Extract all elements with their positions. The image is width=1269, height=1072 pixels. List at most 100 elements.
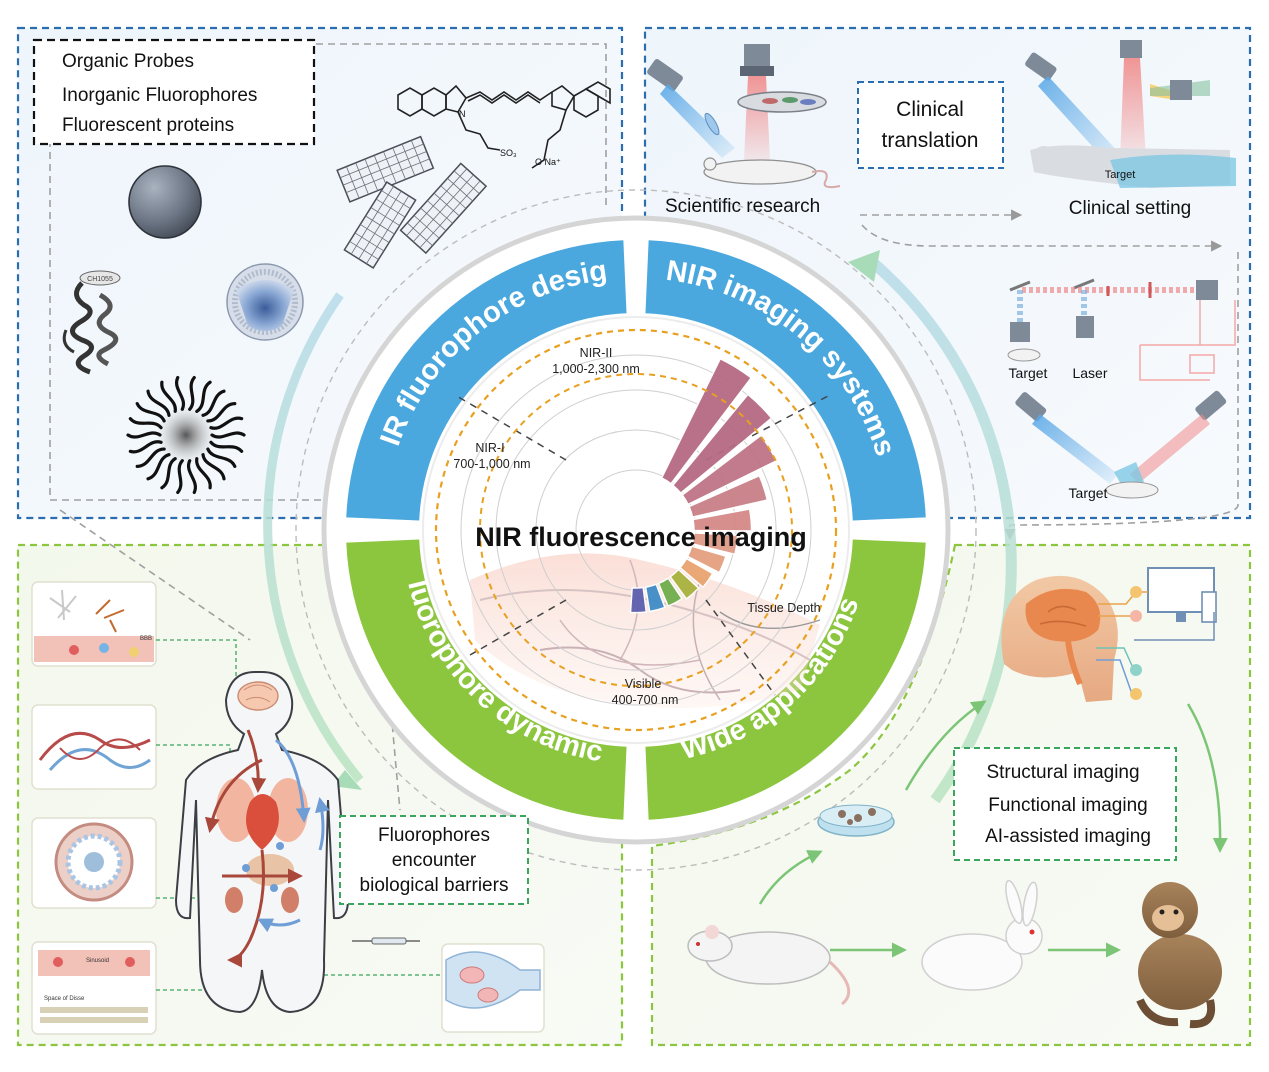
material-proteins: Fluorescent proteins — [62, 115, 234, 136]
polar-bar — [691, 532, 739, 556]
animal-progression-arrows — [758, 700, 1228, 958]
kidney-inset — [31, 817, 157, 909]
crossbeam-target-label: Target — [1069, 485, 1108, 501]
polymer-strand — [146, 389, 171, 417]
structural-imaging: Structural imaging — [986, 762, 1139, 783]
bbb-inset: BBB — [31, 581, 157, 667]
tissue-depth-label: Tissue Depth — [747, 601, 820, 615]
clinical-translation-line2: translation — [882, 129, 979, 152]
polar-bar-chart — [629, 357, 778, 614]
optics-target-label: Target — [1009, 365, 1048, 381]
material-organic: Organic Probes — [62, 51, 194, 72]
ring-segments — [336, 230, 936, 830]
laser-label: Laser — [1072, 365, 1107, 381]
orange-ring-outer — [434, 328, 838, 732]
syringe-icon — [352, 937, 420, 945]
liposome-icon — [226, 263, 304, 341]
polymer-strand — [201, 453, 226, 481]
mouse-illustration — [687, 925, 851, 1006]
polymer-strand — [176, 459, 184, 495]
polar-bar — [688, 474, 769, 518]
polar-bar — [660, 357, 753, 485]
polymer-strand — [126, 431, 162, 439]
cyanine-structure-icon: N SO₃ O Na⁺ — [397, 81, 611, 169]
polar-grid — [460, 354, 812, 706]
polymer-strand — [135, 402, 166, 423]
nir2-range: 1,000-2,300 nm — [552, 362, 640, 376]
clinical-setting-label: Clinical setting — [1069, 198, 1192, 219]
polar-bar — [657, 577, 684, 608]
polar-bar — [692, 508, 753, 532]
optical-path-illustration: Target Laser — [1007, 278, 1236, 381]
protein-icon: CH1055 — [62, 270, 121, 375]
ring-segment-systems — [645, 240, 926, 521]
disse-label: Space of Disse — [44, 996, 85, 1002]
scientific-research-label: Scientific research — [665, 196, 820, 217]
polymer-strand — [128, 440, 163, 454]
polar-bar — [629, 586, 648, 614]
clinical-translation-box: Clinical translation — [857, 81, 1004, 169]
outer-circle — [295, 189, 977, 871]
polymer-strand — [195, 380, 212, 413]
polymer-strand — [186, 459, 197, 495]
cross-beam-illustration: Target — [1015, 390, 1227, 501]
vessel-inset — [31, 704, 157, 790]
ring-segment-design — [346, 240, 627, 521]
materials-box: Organic Probes Inorganic Fluorophores Fl… — [32, 38, 316, 146]
polymer-strand — [175, 375, 186, 411]
polar-bar — [686, 545, 727, 574]
polar-bar — [644, 583, 666, 613]
polymer-micelle-icon — [126, 375, 246, 495]
polymer-strand — [201, 389, 226, 417]
liver-inset: Sinusoid Space of Disse — [31, 941, 157, 1035]
sodium-label: O Na⁺ — [535, 157, 561, 167]
polymer-strand — [206, 402, 237, 423]
polar-bar — [679, 557, 714, 589]
ring-segment-applications — [645, 539, 926, 820]
nir1-label: NIR-I — [475, 441, 504, 455]
bbb-label: BBB — [140, 636, 152, 642]
clinical-setup-illustration: Target — [1025, 40, 1236, 188]
polar-bar — [669, 568, 700, 600]
barriers-line1: Fluorophores — [378, 825, 490, 846]
orange-ring-inner — [479, 373, 793, 687]
human-body-illustration — [174, 671, 350, 1014]
rabbit-illustration — [921, 879, 1043, 991]
polymer-strand — [210, 431, 246, 439]
monkey-illustration — [1136, 882, 1222, 1029]
material-inorganic: Inorganic Fluorophores — [62, 85, 257, 106]
ring-gap-2 — [336, 522, 416, 538]
polymer-strand — [135, 447, 166, 468]
research-setup-illustration — [647, 44, 841, 189]
sinusoid-label: Sinusoid — [86, 958, 109, 964]
ai-assisted-imaging: AI-assisted imaging — [985, 826, 1151, 847]
polymer-strand — [188, 375, 196, 411]
polymer-strand — [128, 417, 163, 430]
barriers-line3: biological barriers — [360, 875, 509, 896]
functional-imaging: Functional imaging — [988, 795, 1147, 816]
flow-arrows — [263, 250, 1017, 804]
clinical-target-label: Target — [1105, 169, 1136, 181]
sulfonate-label: SO₃ — [500, 148, 517, 158]
lymph-inset — [441, 943, 545, 1033]
clinical-translation-line1: Clinical — [896, 98, 964, 121]
nanotube-icon — [336, 135, 488, 269]
signal-connectors — [1096, 586, 1215, 700]
polymer-strand — [160, 380, 177, 413]
petri-dish-icon — [817, 804, 895, 837]
center-title: NIR fluorescence imaging — [475, 522, 807, 552]
head-illustration — [1001, 575, 1118, 702]
computer-icon — [1147, 567, 1217, 623]
ring-gap-0 — [628, 230, 644, 310]
spokes — [454, 394, 831, 696]
nir1-range: 700-1,000 nm — [453, 457, 530, 471]
polymer-strand — [146, 453, 171, 481]
barriers-line2: encounter — [392, 850, 477, 871]
protein-tag: CH1055 — [87, 276, 113, 283]
nir2-label: NIR-II — [580, 346, 613, 360]
imaging-types-box: Structural imaging Functional imaging AI… — [953, 747, 1177, 861]
visible-label: Visible — [625, 677, 662, 691]
nanoparticle-sphere-icon — [128, 165, 202, 239]
n-atom: N — [459, 109, 466, 119]
